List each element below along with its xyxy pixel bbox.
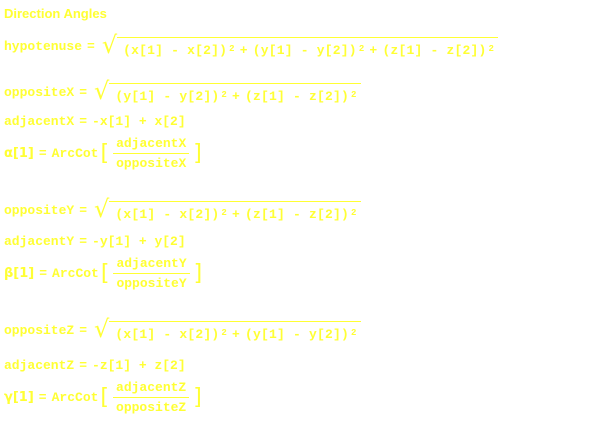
section-title: Direction Angles (4, 6, 107, 21)
right-bracket: ] (193, 260, 203, 286)
numerator: adjacentX (116, 136, 187, 151)
radical-icon: √ (94, 315, 110, 343)
arccot-function: ArcCot (52, 266, 99, 281)
adjacentY-rhs: -y[1] + y[2] (92, 234, 186, 249)
radicand: (x[1] - x[2])2 + (y[1] - y[2])2 (109, 321, 361, 342)
denominator: oppositeZ (116, 400, 187, 415)
beta-equation[interactable]: β[1] = ArcCot [ adjacentY oppositeY ] (4, 256, 204, 291)
equals-sign: = (79, 202, 88, 218)
adjacentZ-lhs: adjacentZ (4, 358, 75, 373)
oppositeY-lhs: oppositeY (4, 202, 75, 218)
oppositeZ-equation[interactable]: oppositeZ = √ (x[1] - x[2])2 + (y[1] - y… (4, 315, 361, 343)
equals-sign: = (39, 266, 48, 281)
fraction: adjacentY oppositeY (113, 256, 190, 291)
denominator: oppositeX (116, 156, 187, 171)
adjacentX-equation[interactable]: adjacentX = -x[1] + x[2] (4, 114, 186, 129)
radical-icon: √ (101, 31, 118, 59)
radicand: (x[1] - x[2])2 + (y[1] - y[2])2 + (z[1] … (117, 37, 499, 58)
equals-sign: = (38, 390, 47, 405)
sqrt-expression: √ (x[1] - x[2])2 + (z[1] - z[2])2 (94, 195, 361, 223)
left-bracket: [ (100, 260, 110, 286)
adjacentX-rhs: -x[1] + x[2] (92, 114, 186, 129)
sqrt-expression: √ (x[1] - x[2])2 + (y[1] - y[2])2 (94, 315, 361, 343)
equals-sign: = (87, 38, 95, 54)
adjacentZ-equation[interactable]: adjacentZ = -z[1] + z[2] (4, 358, 186, 373)
radical-icon: √ (94, 195, 110, 223)
arccot-function: ArcCot (51, 390, 99, 405)
radical-icon: √ (94, 77, 110, 105)
denominator: oppositeY (116, 276, 187, 291)
fraction-bar (113, 153, 190, 154)
gamma-lhs: γ[1] (4, 390, 34, 405)
left-bracket: [ (100, 384, 110, 410)
oppositeY-equation[interactable]: oppositeY = √ (x[1] - x[2])2 + (z[1] - z… (4, 195, 361, 223)
sqrt-expression: √ (y[1] - y[2])2 + (z[1] - z[2])2 (94, 77, 361, 105)
equals-sign: = (38, 146, 47, 161)
oppositeX-lhs: oppositeX (4, 84, 75, 100)
equals-sign: = (79, 84, 88, 100)
equals-sign: = (79, 358, 88, 373)
gamma-equation[interactable]: γ[1] = ArcCot [ adjacentZ oppositeZ ] (4, 380, 204, 415)
equals-sign: = (79, 234, 88, 249)
oppositeX-equation[interactable]: oppositeX = √ (y[1] - y[2])2 + (z[1] - z… (4, 77, 361, 105)
oppositeZ-lhs: oppositeZ (4, 322, 75, 338)
arccot-function: ArcCot (51, 146, 99, 161)
alpha-equation[interactable]: α[1] = ArcCot [ adjacentX oppositeX ] (4, 136, 204, 171)
fraction-bar (113, 273, 190, 274)
numerator: adjacentY (116, 256, 187, 271)
hypotenuse-equation[interactable]: hypotenuse = √ (x[1] - x[2])2 + (y[1] - … (4, 31, 499, 59)
alpha-lhs: α[1] (4, 146, 34, 161)
radicand: (y[1] - y[2])2 + (z[1] - z[2])2 (109, 83, 361, 104)
right-bracket: ] (193, 140, 202, 166)
numerator: adjacentZ (116, 380, 187, 395)
equals-sign: = (79, 322, 88, 338)
beta-lhs: β[1] (4, 266, 35, 281)
fraction-bar (113, 397, 190, 398)
adjacentZ-rhs: -z[1] + z[2] (92, 358, 186, 373)
fraction: adjacentX oppositeX (113, 136, 190, 171)
adjacentY-lhs: adjacentY (4, 234, 75, 249)
adjacentY-equation[interactable]: adjacentY = -y[1] + y[2] (4, 234, 186, 249)
fraction: adjacentZ oppositeZ (113, 380, 190, 415)
adjacentX-lhs: adjacentX (4, 114, 75, 129)
equals-sign: = (79, 114, 88, 129)
hypotenuse-lhs: hypotenuse (4, 38, 83, 54)
left-bracket: [ (100, 140, 110, 166)
right-bracket: ] (193, 384, 202, 410)
radicand: (x[1] - x[2])2 + (z[1] - z[2])2 (109, 201, 361, 222)
sqrt-expression: √ (x[1] - x[2])2 + (y[1] - y[2])2 + (z[1… (101, 31, 499, 59)
